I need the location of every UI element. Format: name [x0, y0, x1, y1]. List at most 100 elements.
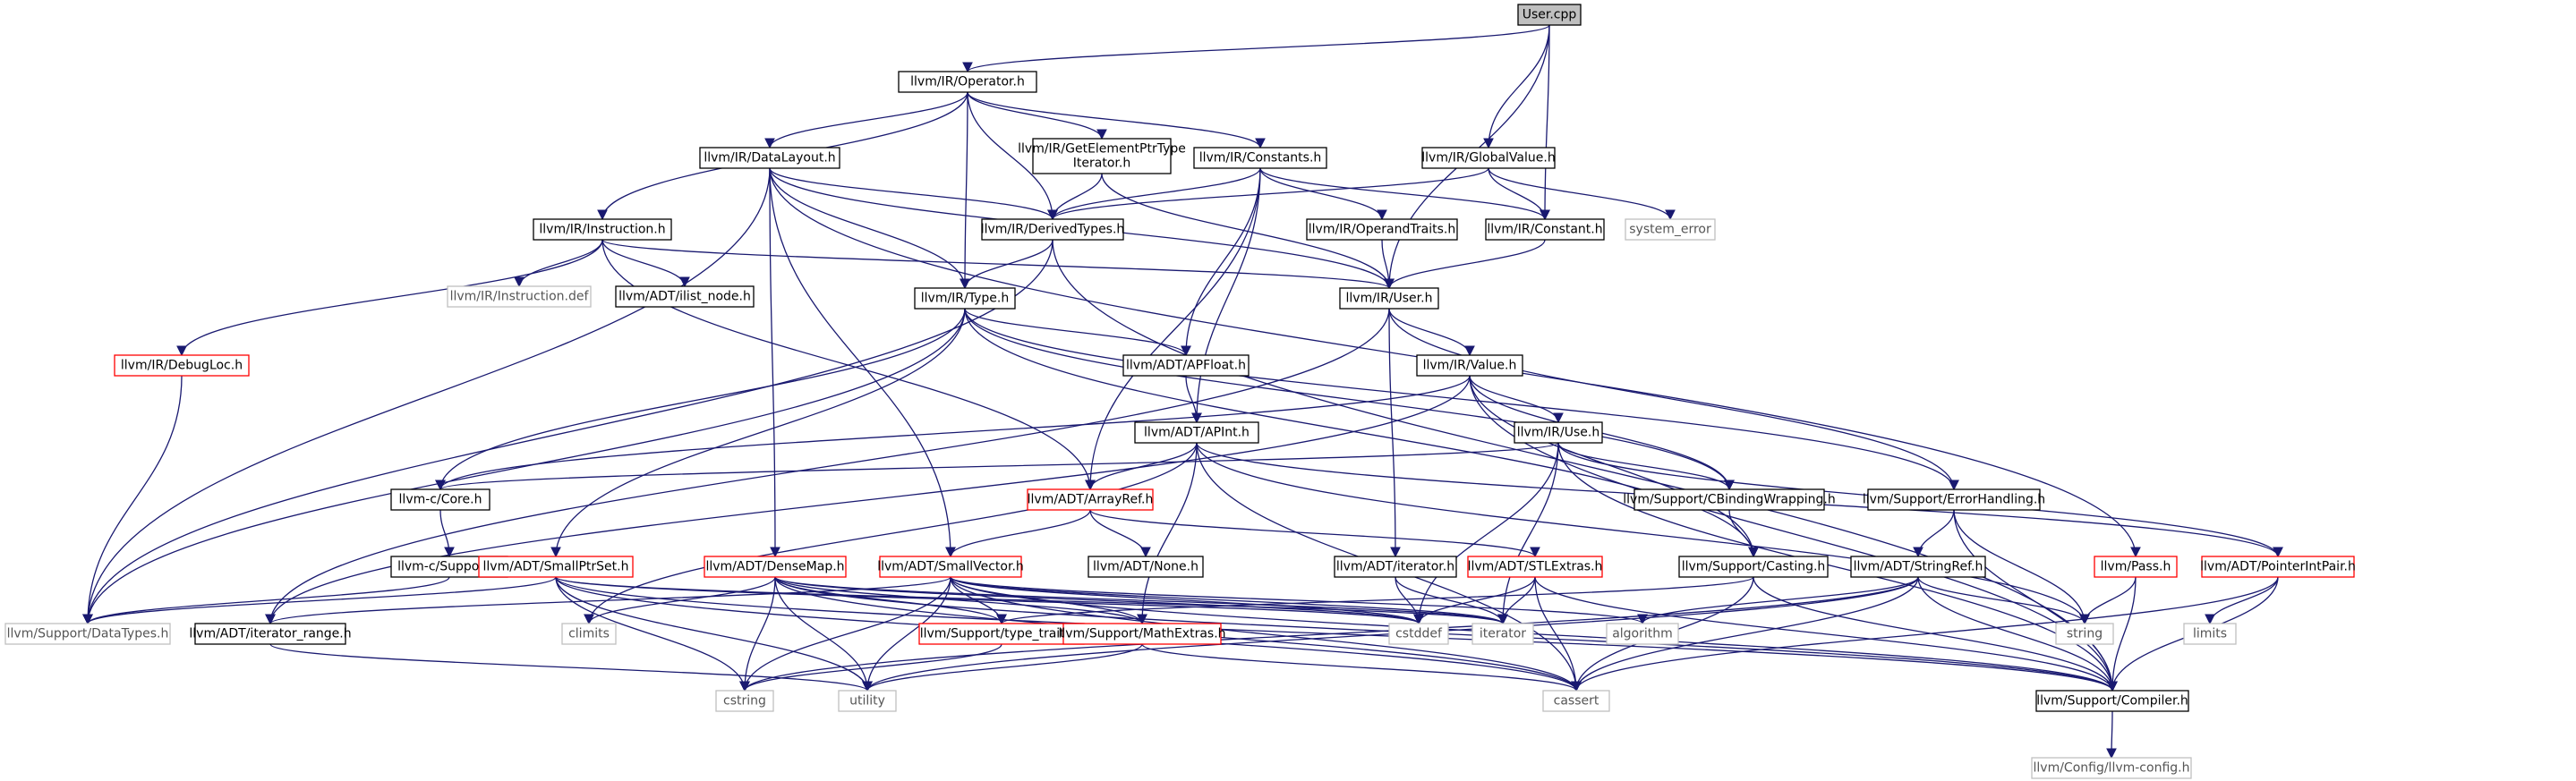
node-box[interactable] — [2035, 690, 2189, 712]
graph-node-n34[interactable]: llvm/ADT/PointerIntPair.h — [2200, 556, 2356, 578]
node-box[interactable] — [1850, 556, 1986, 578]
graph-node-n32[interactable]: llvm/ADT/StringRef.h — [1850, 556, 1986, 578]
graph-node-n2[interactable]: llvm/IR/DataLayout.h — [699, 147, 840, 169]
dependency-edge — [1534, 576, 2118, 692]
node-box[interactable] — [2201, 556, 2355, 578]
node-box[interactable] — [981, 218, 1124, 241]
graph-node-n38[interactable]: llvm/Support/type_traits.h — [918, 623, 1085, 645]
graph-node-n25[interactable]: llvm/ADT/SmallPtrSet.h — [478, 556, 634, 578]
node-box[interactable] — [1193, 147, 1327, 169]
dependency-edge — [960, 91, 970, 290]
dependency-edge — [1917, 576, 2118, 692]
node-box[interactable] — [898, 71, 1037, 93]
graph-node-n13[interactable]: llvm/IR/Type.h — [914, 287, 1016, 310]
edge-arrow — [1483, 24, 1550, 149]
graph-node-n1[interactable]: llvm/IR/Operator.h — [898, 71, 1037, 93]
dependency-edge — [435, 375, 1471, 491]
graph-node-n18[interactable]: llvm/ADT/APInt.h — [1134, 421, 1259, 444]
node-box[interactable] — [1122, 354, 1250, 377]
edge-arrow — [601, 239, 1395, 290]
node-label: llvm/Support/ErrorHandling.h — [1863, 493, 2045, 507]
dependency-edge — [1488, 167, 1676, 221]
node-box[interactable] — [478, 556, 634, 578]
graph-node-n39[interactable]: llvm/Support/MathExtras.h — [1058, 623, 1226, 645]
node-box[interactable] — [1032, 138, 1172, 174]
node-label: llvm/IR/OperandTraits.h — [1309, 223, 1455, 237]
node-box[interactable] — [1339, 287, 1439, 310]
node-box[interactable] — [1678, 556, 1829, 578]
graph-node-n19[interactable]: llvm/IR/Use.h — [1514, 421, 1603, 444]
node-box[interactable] — [615, 285, 755, 308]
node-box[interactable] — [533, 218, 672, 241]
node-box[interactable] — [1467, 556, 1603, 578]
edge-arrow — [769, 167, 956, 558]
dependency-edge — [1089, 509, 1540, 558]
node-box[interactable] — [1088, 556, 1204, 578]
graph-node-n22[interactable]: llvm/Support/CBindingWrapping.h — [1623, 488, 1836, 511]
graph-node-n31[interactable]: llvm/Support/Casting.h — [1678, 556, 1829, 578]
node-box[interactable] — [1633, 488, 1825, 511]
node-label: llvm/ADT/APInt.h — [1144, 426, 1250, 440]
dependency-edge — [1557, 442, 1735, 491]
graph-node-n14[interactable]: llvm/IR/User.h — [1339, 287, 1439, 310]
graph-node-n20[interactable]: llvm-c/Core.h — [390, 488, 490, 511]
graph-node-n28[interactable]: llvm/ADT/None.h — [1088, 556, 1204, 578]
node-box[interactable] — [704, 556, 847, 578]
node-box[interactable] — [1485, 218, 1605, 241]
graph-node-n16[interactable]: llvm/ADT/APFloat.h — [1122, 354, 1250, 377]
node-box[interactable] — [1416, 354, 1523, 377]
node-box[interactable] — [1517, 4, 1582, 26]
node-box[interactable] — [390, 488, 490, 511]
node-box[interactable] — [1027, 488, 1154, 511]
graph-node-n44: limits — [2183, 623, 2237, 645]
node-box[interactable] — [1306, 218, 1458, 241]
dependency-edge — [584, 442, 1198, 625]
node-box[interactable] — [114, 354, 250, 377]
node-box[interactable] — [1134, 421, 1259, 444]
node-box[interactable] — [1421, 147, 1556, 169]
node-box[interactable] — [2094, 556, 2178, 578]
node-box[interactable] — [1334, 556, 1457, 578]
graph-node-n29[interactable]: llvm/ADT/iterator.h — [1334, 556, 1457, 578]
graph-node-n12[interactable]: llvm/ADT/ilist_node.h — [615, 285, 755, 308]
dependency-edge — [769, 167, 780, 558]
graph-node-n15[interactable]: llvm/IR/DebugLoc.h — [114, 354, 250, 377]
graph-node-n4[interactable]: llvm/IR/Constants.h — [1193, 147, 1327, 169]
node-box[interactable] — [1062, 623, 1222, 645]
node-box[interactable] — [1867, 488, 2041, 511]
dependency-edge — [1953, 509, 2090, 625]
graph-node-n21[interactable]: llvm/ADT/ArrayRef.h — [1027, 488, 1154, 511]
edge-arrow — [964, 308, 1735, 491]
graph-node-n0[interactable]: User.cpp — [1517, 4, 1582, 26]
graph-node-n5[interactable]: llvm/IR/GlobalValue.h — [1421, 147, 1556, 169]
graph-node-n7[interactable]: llvm/IR/DerivedTypes.h — [981, 218, 1125, 241]
graph-node-n6[interactable]: llvm/IR/Instruction.h — [533, 218, 672, 241]
node-box[interactable] — [914, 287, 1016, 310]
graph-node-n30[interactable]: llvm/ADT/STLExtras.h — [1467, 556, 1603, 578]
graph-node-n8[interactable]: llvm/IR/OperandTraits.h — [1306, 218, 1458, 241]
edge-arrow — [967, 91, 1107, 140]
edge-arrow — [862, 643, 1143, 692]
edge-arrow — [1728, 509, 1759, 558]
graph-node-n9[interactable]: llvm/IR/Constant.h — [1485, 218, 1605, 241]
dependency-edge — [945, 509, 1091, 558]
graph-node-n26[interactable]: llvm/ADT/DenseMap.h — [704, 556, 847, 578]
node-box[interactable] — [699, 147, 840, 169]
node-label: llvm/Config/llvm-config.h — [2034, 761, 2190, 776]
graph-node-n17[interactable]: llvm/IR/Value.h — [1416, 354, 1523, 377]
edge-arrow — [1259, 167, 1550, 221]
node-box[interactable] — [194, 623, 346, 645]
edge-arrow — [739, 576, 951, 692]
node-box[interactable] — [1514, 421, 1603, 444]
edge-arrow — [1259, 167, 1387, 221]
edge-arrow — [774, 576, 1508, 625]
graph-node-n23[interactable]: llvm/Support/ErrorHandling.h — [1863, 488, 2045, 511]
node-box[interactable] — [879, 556, 1022, 578]
graph-node-n27[interactable]: llvm/ADT/SmallVector.h — [877, 556, 1024, 578]
graph-node-n33[interactable]: llvm/Pass.h — [2094, 556, 2178, 578]
graph-node-n48[interactable]: llvm/Support/Compiler.h — [2035, 690, 2189, 712]
node-label: llvm/Support/CBindingWrapping.h — [1623, 493, 1835, 507]
graph-node-n36[interactable]: llvm/ADT/iterator_range.h — [189, 623, 352, 645]
graph-node-n11: llvm/IR/Instruction.def — [447, 285, 592, 308]
